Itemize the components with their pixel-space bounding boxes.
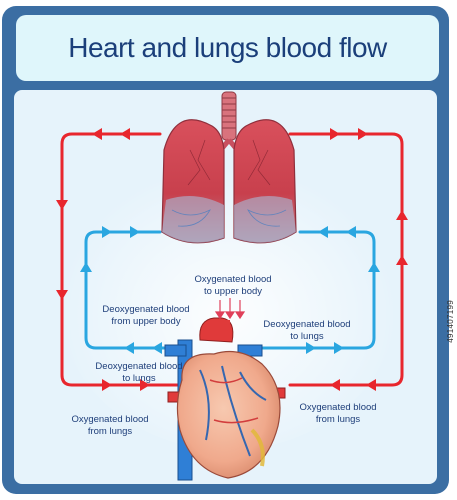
label-oxy-from-lungs-right-2: from lungs — [316, 414, 361, 425]
label-oxy-from-lungs-right-1: Oxygenated blood — [299, 402, 376, 413]
deoxygenated-arrows — [80, 226, 380, 354]
label-deoxy-to-lungs-left-2: to lungs — [122, 373, 156, 384]
label-oxy-from-lungs-left-1: Oxygenated blood — [71, 414, 148, 425]
blue-arrow-bottom-left-2 — [152, 342, 162, 354]
red-arrow-top-left-2 — [92, 128, 102, 140]
heart-illustration — [164, 317, 286, 481]
red-arrow-bottom-left — [102, 379, 112, 391]
blue-arrow-right-up — [368, 262, 380, 272]
blue-arrow-top-right-2 — [346, 226, 356, 238]
blue-arrow-top-left-2 — [102, 226, 112, 238]
oxygenated-arrows — [56, 128, 408, 391]
stock-id: 491407199 — [446, 300, 455, 343]
label-deoxy-from-upper-1: Deoxygenated blood — [102, 304, 189, 315]
red-arrow-right-2 — [396, 255, 408, 265]
lungs-illustration — [161, 91, 297, 244]
deoxygenated-flow-path — [84, 230, 376, 350]
background-glow — [58, 150, 398, 450]
label-oxy-upper-1: Oxygenated blood — [194, 274, 271, 285]
red-arrow-left-2 — [56, 290, 68, 300]
blue-arrow-top-left — [130, 226, 140, 238]
blue-arrow-bottom-right-2 — [334, 342, 344, 354]
label-oxy-upper-2: to upper body — [204, 286, 262, 297]
red-arrow-left-1 — [56, 200, 68, 210]
diagram-title: Heart and lungs blood flow — [68, 32, 387, 63]
red-arrow-top-right-2 — [358, 128, 368, 140]
label-oxy-from-lungs-left-2: from lungs — [88, 426, 133, 437]
red-arrow-top-right — [330, 128, 340, 140]
label-deoxy-to-lungs-right-1: Deoxygenated blood — [263, 319, 350, 330]
red-arrow-bottom-left-2 — [140, 379, 150, 391]
label-deoxy-from-upper-2: from upper body — [111, 316, 180, 327]
title-box: Heart and lungs blood flow — [16, 15, 439, 81]
red-arrow-right-1 — [396, 210, 408, 220]
label-deoxy-to-lungs-left-1: Deoxygenated blood — [95, 361, 182, 372]
red-arrow-top-left — [120, 128, 130, 140]
red-arrow-bottom-right — [330, 379, 340, 391]
upper-body-arrows — [214, 298, 246, 320]
blue-arrow-bottom-right — [306, 342, 316, 354]
blue-arrow-bottom-left — [124, 342, 134, 354]
blue-arrow-left-up — [80, 262, 92, 272]
red-arrow-bottom-right-2 — [366, 379, 376, 391]
label-deoxy-to-lungs-right-2: to lungs — [290, 331, 324, 342]
blue-arrow-top-right — [318, 226, 328, 238]
